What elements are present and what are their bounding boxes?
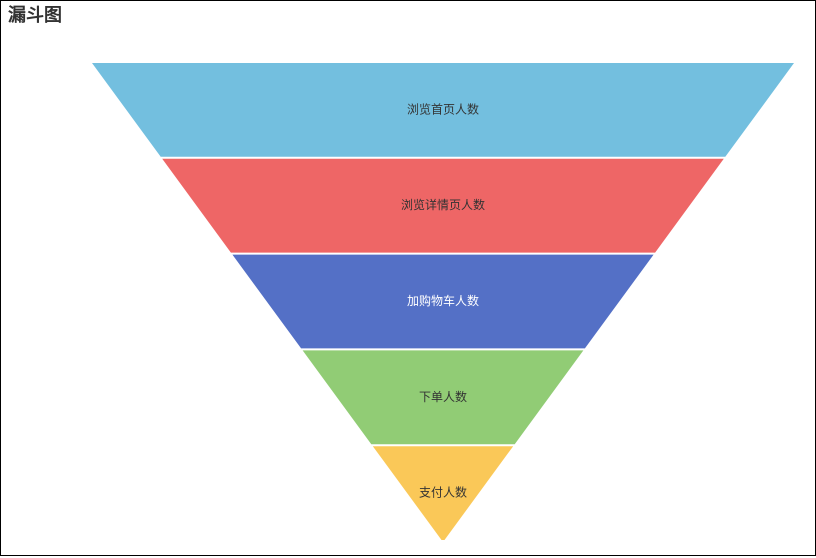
funnel-segment-5[interactable] — [372, 446, 514, 540]
funnel-label-5: 支付人数 — [419, 485, 467, 500]
funnel-label-4: 下单人数 — [419, 389, 467, 404]
funnel-label-3: 加购物车人数 — [407, 293, 479, 308]
funnel-label-1: 浏览首页人数 — [407, 101, 479, 116]
funnel-segment-4[interactable] — [302, 350, 584, 445]
chart-title: 漏斗图 — [8, 5, 62, 26]
funnel-label-2: 浏览详情页人数 — [401, 197, 485, 212]
funnel-segment-1[interactable] — [92, 63, 794, 157]
funnel-segment-2[interactable] — [162, 158, 724, 253]
funnel-segment-3[interactable] — [232, 254, 654, 349]
